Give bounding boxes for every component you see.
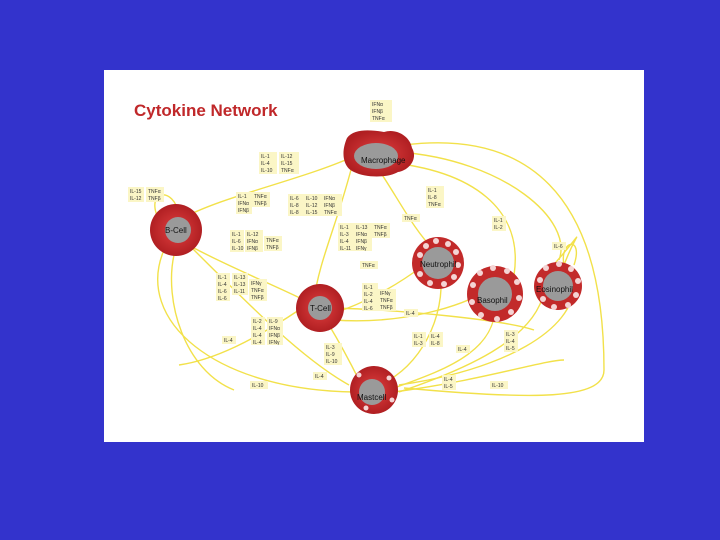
neutrophil-label: Neutrophil [420, 260, 457, 269]
svg-text:IL-2IL-4IL-4IL-4: IL-2IL-4IL-4IL-4 [253, 319, 262, 346]
cell-macrophage: Macrophage [343, 130, 415, 177]
svg-text:IL-4: IL-4 [315, 374, 324, 380]
svg-text:IL-4IL-5: IL-4IL-5 [444, 377, 453, 390]
t-cell-label: T-Cell [310, 304, 331, 313]
svg-text:IL-4: IL-4 [458, 347, 467, 353]
cell-eosinophil: Eosinophil [534, 261, 582, 310]
svg-text:IL-4: IL-4 [406, 311, 415, 317]
label-group: IL-4 [456, 345, 470, 353]
svg-text:IL-6IL-8IL-8: IL-6IL-8IL-8 [290, 196, 299, 216]
svg-text:TNFα: TNFα [404, 216, 417, 222]
svg-text:IL-1IL-3IL-4IL-11: IL-1IL-3IL-4IL-11 [340, 225, 351, 252]
mast-cell-label: Mastcell [357, 393, 387, 402]
svg-text:IL-1IL-3: IL-1IL-3 [414, 334, 423, 347]
svg-text:IL-1IL-4IL-6IL-6: IL-1IL-4IL-6IL-6 [218, 275, 227, 302]
svg-text:IL-1IL-6IL-10: IL-1IL-6IL-10 [232, 232, 244, 252]
cell-b-cell: B-Cell [150, 204, 202, 256]
svg-text:IL-1IL-4IL-10: IL-1IL-4IL-10 [261, 154, 273, 174]
label-group: IL-4 [404, 309, 418, 317]
svg-text:IL-3IL-4IL-5: IL-3IL-4IL-5 [506, 332, 515, 352]
svg-text:IL-3IL-9IL-10: IL-3IL-9IL-10 [326, 345, 338, 365]
basophil-label: Basophil [477, 296, 508, 305]
eosinophil-label: Eosinophil [536, 285, 573, 294]
cell-neutrophil: Neutrophil [412, 237, 464, 289]
svg-text:IL-6: IL-6 [554, 244, 563, 250]
connector-lines [154, 142, 605, 397]
label-group: TNFα [360, 261, 378, 269]
diagram-title: Cytokine Network [134, 101, 278, 120]
svg-text:IL-10: IL-10 [252, 383, 264, 389]
label-group: IL-4 [313, 372, 327, 380]
label-group: TNFα [402, 214, 420, 222]
label-group: IL-10 [250, 381, 268, 389]
svg-text:IL-1IL-2IL-4IL-6: IL-1IL-2IL-4IL-6 [364, 285, 373, 312]
cell-t-cell: T-Cell [296, 284, 344, 332]
b-cell-label: B-Cell [165, 226, 187, 235]
svg-text:TNFα: TNFα [362, 263, 375, 269]
svg-text:IL-1IL-2: IL-1IL-2 [494, 218, 503, 231]
label-group: IL-6 [552, 242, 566, 250]
cell-basophil: Basophil [467, 265, 523, 322]
svg-text:IL-10: IL-10 [492, 383, 504, 389]
svg-text:IL-4: IL-4 [224, 338, 233, 344]
label-group: IL-10 [490, 381, 508, 389]
svg-text:IL-4IL-8: IL-4IL-8 [431, 334, 440, 347]
label-group: IL-4 [222, 336, 236, 344]
macrophage-label: Macrophage [361, 156, 406, 165]
cell-mast-cell: Mastcell [350, 366, 398, 414]
